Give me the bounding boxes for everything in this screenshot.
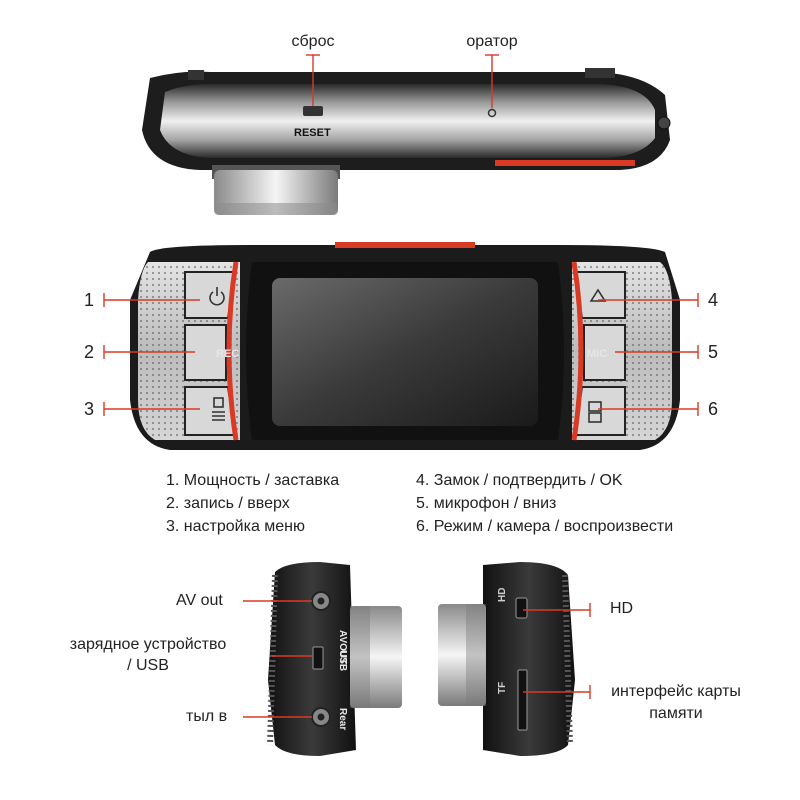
right-lens: [438, 604, 486, 706]
lcd-screen: [272, 278, 538, 426]
camera-icon: [588, 401, 602, 412]
top-accent-strip: [495, 160, 635, 166]
rec-engraving: REC: [216, 348, 239, 360]
legend-item-3: 3. настройка меню: [166, 518, 306, 535]
legend-item-6: 6. Режим / камера / воспроизвести: [416, 518, 674, 535]
hd-port: [515, 597, 528, 619]
hd-engraving: HD: [497, 588, 508, 602]
card-label-line1: интерфейс карты: [611, 683, 741, 700]
power-icon: [209, 291, 225, 306]
rear-label: тыл в: [186, 708, 228, 725]
left-side-view: [243, 562, 402, 756]
play-icon: [588, 412, 602, 423]
usb-port: [312, 646, 324, 670]
speaker-hole: [487, 108, 497, 118]
charger-label-line2: / USB: [127, 657, 169, 674]
legend-item-2: 2. запись / вверх: [166, 495, 290, 512]
marker-6: 6: [708, 399, 719, 419]
warning-triangle-icon: [589, 288, 607, 302]
right-side-view: [438, 562, 591, 756]
reset-button[interactable]: [303, 106, 323, 116]
legend-item-1: 1. Мощность / заставка: [166, 472, 340, 489]
avout-engraving: AVOUT: [337, 630, 348, 664]
top-view: [142, 54, 671, 215]
legend-item-4: 4. Замок / подтвердить / OK: [416, 472, 623, 489]
av-out-label: AV out: [176, 592, 223, 609]
mic-engraving: MIC: [587, 348, 607, 360]
marker-5: 5: [708, 342, 719, 362]
usb-engraving: USB: [337, 650, 348, 671]
marker-2: 2: [84, 342, 95, 362]
reset-label: сброс: [291, 33, 335, 50]
marker-3: 3: [84, 399, 95, 419]
legend-item-5: 5. микрофон / вниз: [416, 495, 557, 512]
front-view: [103, 242, 699, 450]
left-lens: [350, 606, 402, 708]
card-label-line2: памяти: [649, 705, 703, 722]
menu-icon: [213, 397, 224, 408]
marker-1: 1: [84, 290, 95, 310]
tf-card-slot: [517, 669, 528, 731]
tf-engraving: TF: [497, 682, 508, 694]
marker-4: 4: [708, 290, 719, 310]
hd-label: HD: [610, 600, 634, 617]
charger-label-line1: зарядное устройство: [69, 636, 227, 653]
reset-engraving: RESET: [294, 127, 331, 139]
speaker-label: оратор: [466, 33, 518, 50]
rear-engraving: Rear: [337, 708, 348, 730]
